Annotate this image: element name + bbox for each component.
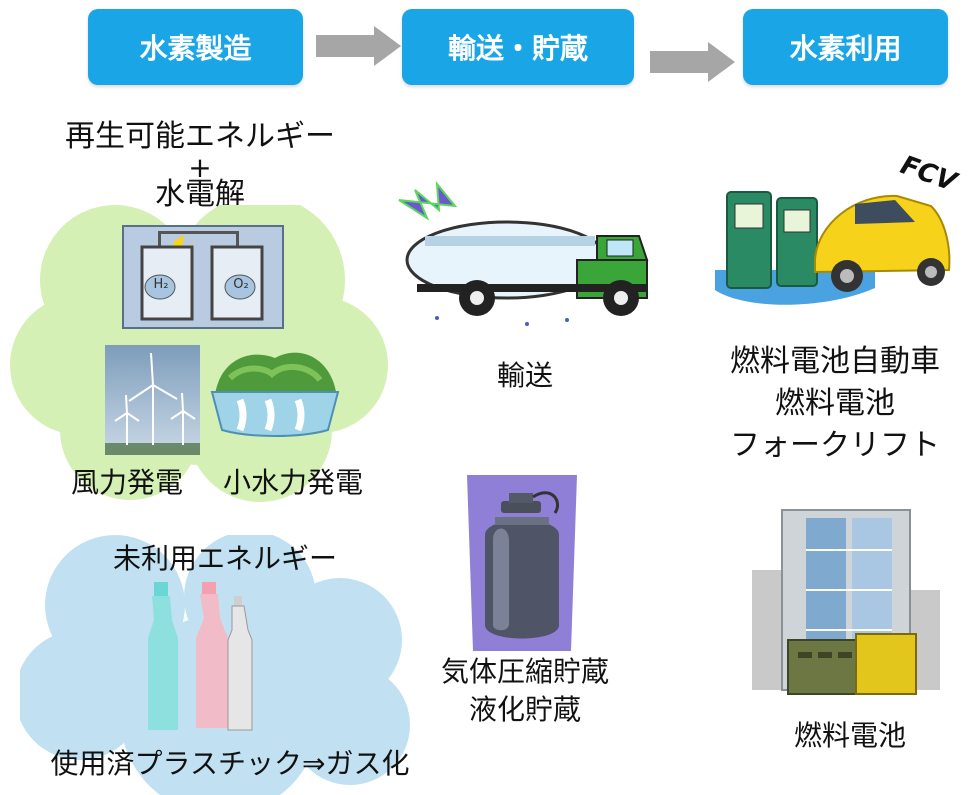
h2-label: H₂ [153,277,169,292]
small-hydro-illustration [210,352,340,437]
gas-cylinder-illustration [467,475,577,651]
fcv-station-illustration [715,191,951,305]
vehicle-label-line2: 燃料電池 [775,386,895,421]
vehicle-label-line3: フォークリフト [730,428,940,463]
flow-arrow-2 [650,42,735,82]
tank-truck-illustration [398,180,649,326]
storage-label-line1: 気体圧縮貯蔵 [440,655,609,688]
renewable-title: 再生可能エネルギー [65,119,335,154]
stage-production: 水素製造 [88,9,303,85]
building-fuel-cell-illustration [752,509,940,695]
small-hydro-label: 小水力発電 [222,466,363,499]
wind-power-label: 風力発電 [70,466,183,499]
vehicle-label-line1: 燃料電池自動車 [730,344,940,379]
plastic-gasification-label: 使用済プラスチック⇒ガス化 [50,747,410,780]
storage-label-line2: 液化貯蔵 [468,693,581,726]
fuel-cell-label: 燃料電池 [793,719,906,752]
electrolysis-cell-illustration [122,225,284,329]
unused-energy-title: 未利用エネルギー [112,542,337,575]
wind-turbine-illustration [105,345,200,455]
o2-label: O₂ [233,277,249,292]
stage-transport-storage: 輸送・貯蔵 [402,9,634,85]
plus-sign: + [188,151,212,184]
stage-utilization: 水素利用 [743,9,948,85]
transport-label: 輸送 [496,359,553,392]
plastic-bottles-illustration [148,582,253,731]
flow-arrow-1 [316,26,401,66]
